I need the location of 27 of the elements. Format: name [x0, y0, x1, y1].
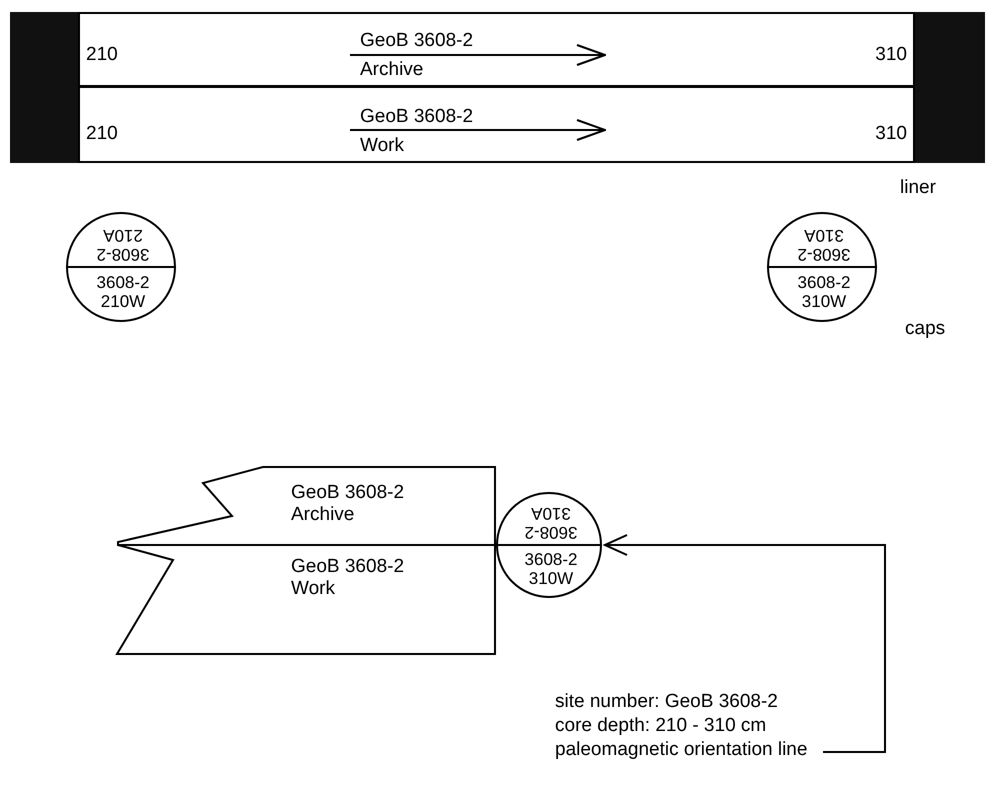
note-text: site number: GeoB 3608-2 core depth: 210 - 310 cm paleomagnetic orientation line: [555, 690, 817, 762]
core-section-shape: [115, 544, 497, 656]
core-half-strip: [78, 12, 915, 87]
core-section-shape: [115, 466, 497, 546]
leader-line: [604, 534, 886, 753]
label-text: 310: [875, 123, 907, 145]
label-text: 210: [86, 123, 118, 145]
label-text: 210: [86, 44, 118, 66]
label-text: GeoB 3608-2 Archive: [291, 482, 406, 526]
core-half-strip: [78, 86, 915, 163]
upside-down-label: 3608-2 310A: [524, 504, 578, 542]
label-text: 310: [875, 44, 907, 66]
part-label: caps: [905, 318, 946, 340]
end-cap-circle: [767, 212, 877, 322]
end-cap-circle: [66, 212, 176, 322]
part-label: liner: [900, 177, 936, 199]
upside-down-label: 3608-2 210A: [96, 226, 150, 264]
label-text: Work: [360, 135, 404, 157]
label-text: GeoB 3608-2 Work: [291, 556, 406, 600]
label-text: GeoB 3608-2: [360, 106, 474, 128]
label-text: Archive: [360, 59, 424, 81]
label-text: GeoB 3608-2: [360, 30, 474, 52]
label-text: 3608-2 310W: [524, 550, 578, 588]
upside-down-label: 3608-2 310A: [796, 226, 852, 264]
end-cap-circle: [496, 492, 602, 598]
label-text: 3608-2 310W: [796, 273, 852, 311]
label-text: 3608-2 210W: [96, 273, 150, 311]
